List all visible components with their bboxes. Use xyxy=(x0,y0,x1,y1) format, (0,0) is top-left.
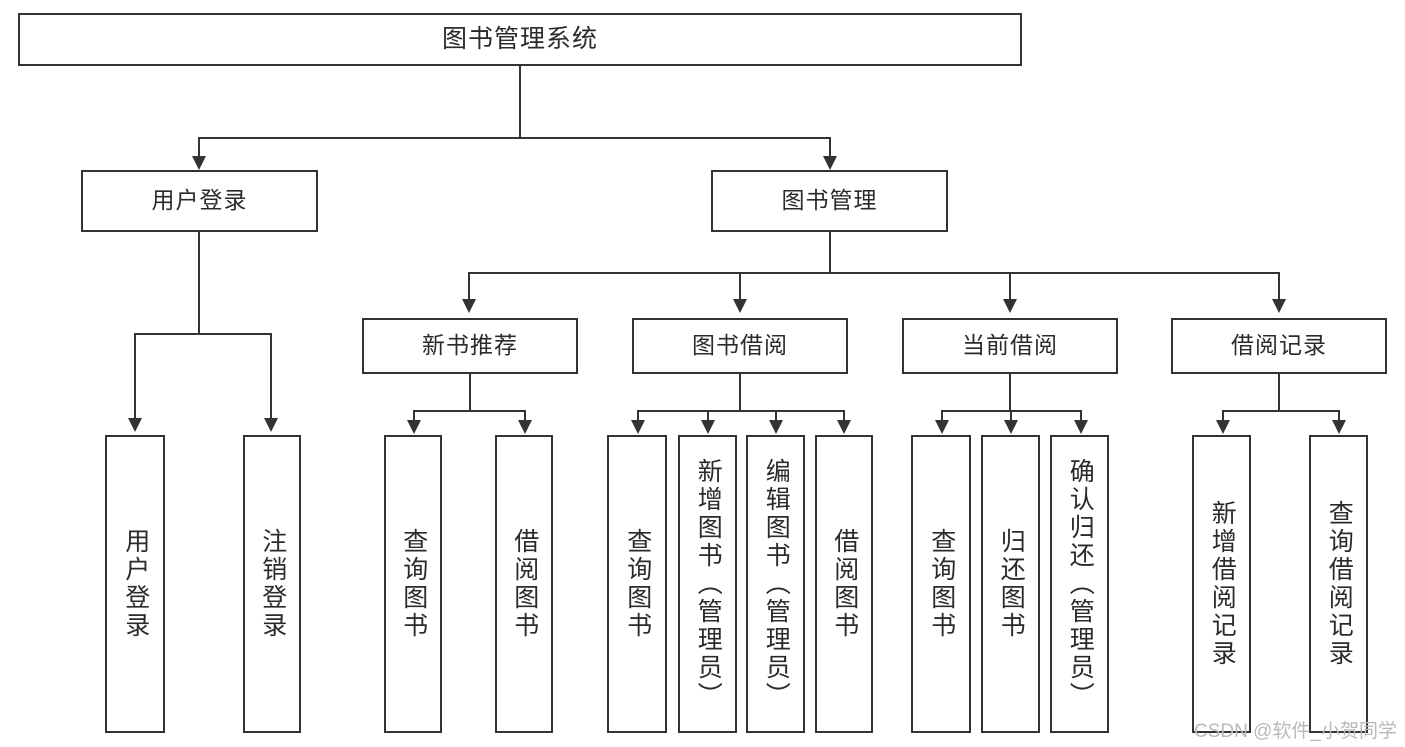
connector-root-to-book-mgmt xyxy=(829,137,831,159)
leaf-borrow-edit-book[interactable]: 编辑图书（管理员） xyxy=(746,435,805,733)
connector-borrow-record-bus xyxy=(1222,410,1340,412)
connector-user-login-bus xyxy=(134,333,271,335)
leaf-borrow-query-book[interactable]: 查询图书 xyxy=(607,435,667,733)
node-user-login[interactable]: 用户登录 xyxy=(81,170,318,232)
arrowhead-book-borrow-leaf-3 xyxy=(769,420,783,434)
connector-book-borrow-drop-1 xyxy=(637,410,639,422)
connector-new-book-drop-1 xyxy=(413,410,415,422)
node-new-book-recommend[interactable]: 新书推荐 xyxy=(362,318,578,374)
leaf-new-book-query[interactable]: 查询图书 xyxy=(384,435,442,733)
leaf-label: 查询图书 xyxy=(927,528,956,640)
leaf-record-add[interactable]: 新增借阅记录 xyxy=(1192,435,1251,733)
connector-book-borrow-stem xyxy=(739,374,741,411)
connector-book-borrow-bus xyxy=(637,410,844,412)
connector-book-mgmt-drop-2 xyxy=(739,272,741,300)
leaf-record-query[interactable]: 查询借阅记录 xyxy=(1309,435,1368,733)
leaf-current-confirm-return[interactable]: 确认归还（管理员） xyxy=(1050,435,1109,733)
connector-borrow-record-stem xyxy=(1278,374,1280,411)
connector-book-mgmt-stem xyxy=(829,232,831,273)
connector-current-borrow-drop-3 xyxy=(1080,410,1082,422)
arrowhead-new-book-recommend xyxy=(462,299,476,313)
leaf-label: 查询图书 xyxy=(623,528,652,640)
arrowhead-current-borrow-leaf-2 xyxy=(1004,420,1018,434)
arrowhead-to-book-mgmt xyxy=(823,156,837,170)
leaf-label: 查询图书 xyxy=(399,528,428,640)
node-label: 用户登录 xyxy=(151,187,248,214)
arrowhead-borrow-record-leaf-1 xyxy=(1216,420,1230,434)
arrowhead-user-login-leaf-1 xyxy=(128,418,142,432)
connector-new-book-bus xyxy=(413,410,526,412)
node-book-borrow[interactable]: 图书借阅 xyxy=(632,318,848,374)
connector-book-borrow-drop-4 xyxy=(843,410,845,422)
leaf-new-book-borrow[interactable]: 借阅图书 xyxy=(495,435,553,733)
arrowhead-user-login-leaf-2 xyxy=(264,418,278,432)
node-label: 图书借阅 xyxy=(692,332,788,359)
leaf-label: 用户登录 xyxy=(121,528,150,640)
connector-current-borrow-stem xyxy=(1009,374,1011,411)
arrowhead-new-book-leaf-1 xyxy=(407,420,421,434)
connector-book-mgmt-drop-1 xyxy=(468,272,470,300)
node-borrow-record[interactable]: 借阅记录 xyxy=(1171,318,1387,374)
arrowhead-current-borrow-leaf-1 xyxy=(935,420,949,434)
connector-borrow-record-drop-2 xyxy=(1338,410,1340,422)
connector-user-login-drop-2 xyxy=(270,333,272,419)
node-label: 借阅记录 xyxy=(1231,332,1327,359)
connector-book-borrow-drop-3 xyxy=(775,410,777,422)
arrowhead-borrow-record xyxy=(1272,299,1286,313)
leaf-label: 注销登录 xyxy=(258,528,287,640)
connector-book-mgmt-bus xyxy=(468,272,1280,274)
arrowhead-to-user-login xyxy=(192,156,206,170)
arrowhead-current-borrow-leaf-3 xyxy=(1074,420,1088,434)
connector-borrow-record-drop-1 xyxy=(1222,410,1224,422)
leaf-current-return-book[interactable]: 归还图书 xyxy=(981,435,1040,733)
connector-book-borrow-drop-2 xyxy=(707,410,709,422)
connector-user-login-drop-1 xyxy=(134,333,136,419)
node-label: 当前借阅 xyxy=(962,332,1058,359)
leaf-current-query-book[interactable]: 查询图书 xyxy=(911,435,971,733)
leaf-user-login[interactable]: 用户登录 xyxy=(105,435,165,733)
arrowhead-current-borrow xyxy=(1003,299,1017,313)
leaf-label: 新增借阅记录 xyxy=(1208,500,1237,668)
connector-book-mgmt-drop-4 xyxy=(1278,272,1280,300)
connector-user-login-stem xyxy=(198,232,200,334)
leaf-label: 新增图书（管理员） xyxy=(694,458,723,710)
arrowhead-book-borrow-leaf-4 xyxy=(837,420,851,434)
connector-current-borrow-drop-1 xyxy=(941,410,943,422)
arrowhead-book-borrow xyxy=(733,299,747,313)
leaf-label: 归还图书 xyxy=(997,528,1026,640)
connector-root-stem xyxy=(519,66,521,138)
leaf-label: 确认归还（管理员） xyxy=(1066,458,1095,710)
leaf-user-logout[interactable]: 注销登录 xyxy=(243,435,301,733)
leaf-label: 借阅图书 xyxy=(830,528,859,640)
leaf-label: 编辑图书（管理员） xyxy=(762,458,791,710)
connector-book-mgmt-drop-3 xyxy=(1009,272,1011,300)
arrowhead-new-book-leaf-2 xyxy=(518,420,532,434)
node-root-system[interactable]: 图书管理系统 xyxy=(18,13,1022,66)
connector-new-book-drop-2 xyxy=(524,410,526,422)
leaf-borrow-borrow-book[interactable]: 借阅图书 xyxy=(815,435,873,733)
connector-new-book-stem xyxy=(469,374,471,411)
node-current-borrow[interactable]: 当前借阅 xyxy=(902,318,1118,374)
leaf-label: 查询借阅记录 xyxy=(1325,500,1354,668)
connector-root-to-user-login xyxy=(198,137,200,159)
node-book-management[interactable]: 图书管理 xyxy=(711,170,948,232)
arrowhead-borrow-record-leaf-2 xyxy=(1332,420,1346,434)
node-label: 图书管理 xyxy=(781,187,878,214)
connector-root-bus xyxy=(198,137,831,139)
csdn-watermark: CSDN @软件_小贺同学 xyxy=(1194,721,1397,742)
node-label: 图书管理系统 xyxy=(441,24,598,53)
arrowhead-book-borrow-leaf-2 xyxy=(701,420,715,434)
node-label: 新书推荐 xyxy=(422,332,518,359)
arrowhead-book-borrow-leaf-1 xyxy=(631,420,645,434)
connector-current-borrow-drop-2 xyxy=(1010,410,1012,422)
leaf-borrow-add-book[interactable]: 新增图书（管理员） xyxy=(678,435,737,733)
leaf-label: 借阅图书 xyxy=(510,528,539,640)
